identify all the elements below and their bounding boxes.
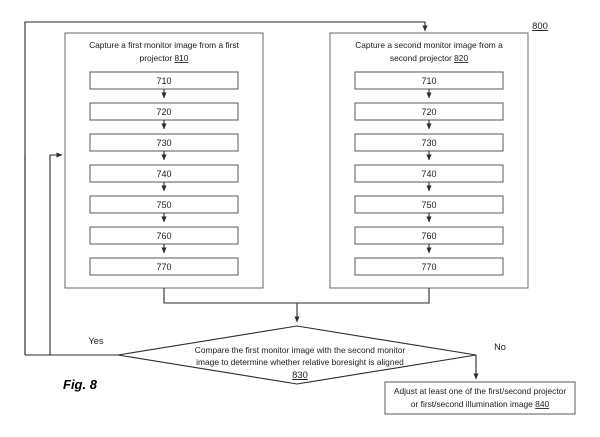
step-label: 770 — [421, 262, 436, 272]
group-title-first-line2: projector — [140, 53, 173, 63]
step-label: 740 — [156, 169, 171, 179]
group-title-second-line2: second projector — [390, 53, 452, 63]
adjust-text-line2: or first/second illumination image — [411, 399, 533, 409]
loop-return-arrow — [24, 152, 63, 355]
svg-text:second projector: second projector 820 — [390, 53, 469, 63]
adjust-ref: 840 — [535, 399, 549, 409]
step-label: 750 — [156, 200, 171, 210]
columns-merge-connector — [163, 288, 430, 323]
decision-ref: 830 — [292, 369, 308, 380]
step-box[interactable] — [89, 257, 239, 276]
decision-text-line2: image to determine whether relative bore… — [196, 357, 404, 367]
step-label: 720 — [421, 107, 436, 117]
step-label: 730 — [156, 138, 171, 148]
svg-text:or first/second illumination i: or first/second illumination image 840 — [411, 399, 550, 409]
group-title-first-line1: Capture a first monitor image from a fir… — [89, 40, 240, 50]
decision-diamond[interactable] — [117, 325, 477, 385]
step-label: 760 — [421, 231, 436, 241]
step-label: 750 — [421, 200, 436, 210]
group-title-second-line1: Capture a second monitor image from a — [355, 40, 503, 50]
step-label: 710 — [156, 76, 171, 86]
group-title-second-ref: 820 — [454, 53, 468, 63]
step-label: 770 — [156, 262, 171, 272]
no-branch-label: No — [494, 342, 506, 352]
step-box[interactable] — [354, 257, 504, 276]
step-label: 710 — [421, 76, 436, 86]
decision-text-line1: Compare the first monitor image with the… — [195, 345, 406, 355]
step-label: 730 — [421, 138, 436, 148]
figure-label: Fig. 8 — [63, 377, 98, 392]
step-label: 760 — [156, 231, 171, 241]
adjust-box[interactable] — [384, 381, 576, 415]
adjust-text-line1: Adjust at least one of the first/second … — [394, 386, 566, 396]
step-label: 740 — [421, 169, 436, 179]
step-label: 720 — [156, 107, 171, 117]
yes-branch-label: Yes — [89, 336, 104, 346]
group-title-first-ref: 810 — [174, 53, 188, 63]
svg-text:projector 810: projector 810 — [140, 53, 189, 63]
figure-reference-tag: 800 — [532, 20, 548, 31]
